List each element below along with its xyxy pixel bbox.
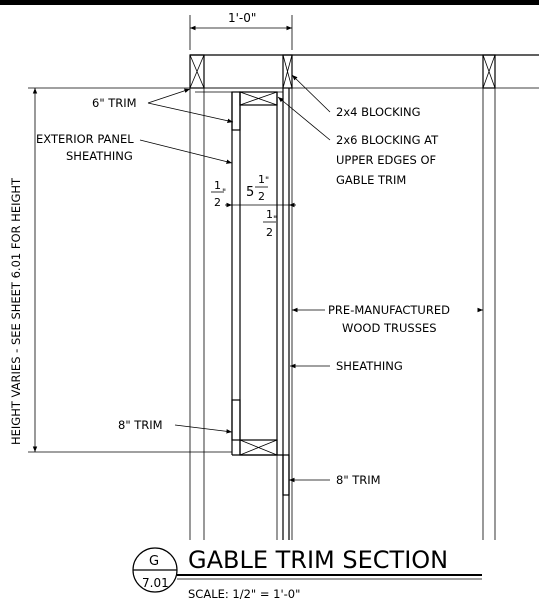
label-sheathing: SHEATHING [336,359,403,373]
title-block: G 7.01 GABLE TRIM SECTION SCALE: 1/2" = … [132,546,482,601]
svg-text:": " [273,215,277,225]
sheet-number: 7.01 [142,576,169,590]
label-trusses-line2: WOOD TRUSSES [342,321,437,335]
svg-text:5: 5 [246,185,254,200]
top-border-bar [0,0,539,5]
detail-letter: G [149,554,159,569]
dimension-1-0: 1'-0" [228,11,256,25]
svg-text:1: 1 [258,173,265,186]
label-exterior-panel-line1: EXTERIOR PANEL [36,132,134,146]
leader-lines [139,74,483,483]
fraction-half-right: 1 " 2 [263,208,277,239]
structure-linework [189,54,539,540]
label-6-trim: 6" TRIM [92,96,137,110]
label-2x6-blocking-line2: UPPER EDGES OF [336,153,436,167]
svg-text:1: 1 [266,208,273,221]
dimension-linework [28,15,296,453]
label-8-trim-right: 8" TRIM [336,473,381,487]
label-2x6-blocking-line3: GABLE TRIM [336,173,406,187]
label-2x6-blocking-line1: 2x6 BLOCKING AT [336,133,439,147]
svg-text:": " [222,188,226,198]
label-trusses-line1: PRE-MANUFACTURED [328,303,450,317]
svg-text:": " [265,176,269,186]
svg-text:2: 2 [266,226,273,239]
label-height-varies: HEIGHT VARIES - SEE SHEET 6.01 FOR HEIGH… [9,177,23,445]
label-8-trim-left: 8" TRIM [118,418,163,432]
fraction-half-left: 1 " 2 [211,179,226,209]
svg-text:2: 2 [214,196,221,209]
scale-note: SCALE: 1/2" = 1'-0" [188,587,300,601]
detail-title: GABLE TRIM SECTION [188,546,448,574]
svg-text:2: 2 [258,190,265,203]
label-exterior-panel-line2: SHEATHING [66,149,133,163]
svg-text:1: 1 [214,179,221,192]
label-2x4-blocking: 2x4 BLOCKING [336,105,421,119]
fraction-five-half: 5 1 " 2 [246,173,269,203]
